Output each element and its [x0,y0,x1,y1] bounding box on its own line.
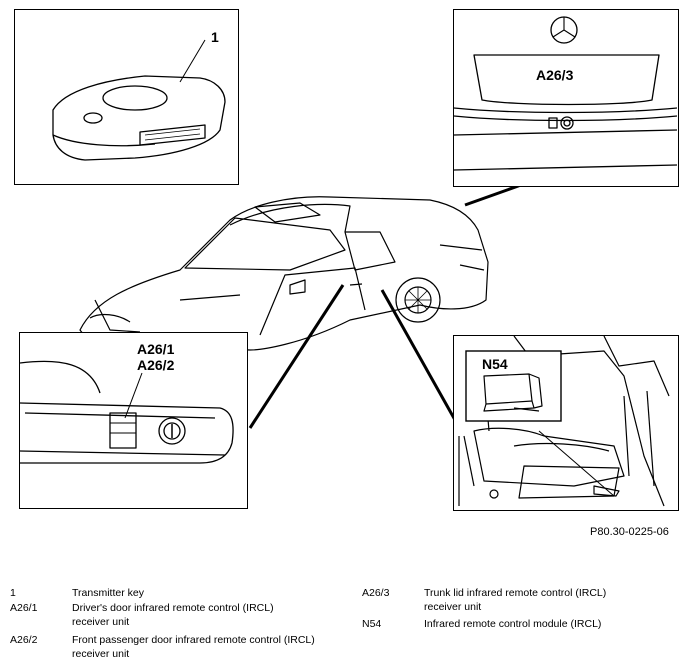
legend-desc: Trunk lid infrared remote control (IRCL)… [424,587,607,613]
figure-reference: P80.30-0225-06 [590,526,669,538]
trunk-lid-panel: A26/3 [453,9,679,187]
legend-item: N54 Infrared remote control module (IRCL… [362,617,682,631]
callout-door-2: A26/2 [137,357,175,373]
legend-item: A26/3 Trunk lid infrared remote control … [362,586,682,614]
legend-item: 1 Transmitter key [10,586,340,600]
trunk-lid-drawing: A26/3 [454,16,677,171]
callout-door-1: A26/1 [137,341,175,357]
module-drawing: N54 [458,336,670,507]
legend-code: A26/1 [10,602,38,614]
leader-line-door [248,284,345,429]
legend-item: A26/1 Driver's door infrared remote cont… [10,601,340,629]
legend-desc: Transmitter key [72,587,144,599]
legend-code: A26/2 [10,634,38,646]
callout-module: N54 [482,356,508,372]
legend-desc: Front passenger door infrared remote con… [72,634,315,660]
callout-key: 1 [211,29,219,45]
legend-code: N54 [362,618,382,630]
transmitter-key-panel: 1 [14,9,239,185]
legend-desc: Infrared remote control module (IRCL) [424,618,602,630]
legend-item: A26/2 Front passenger door infrared remo… [10,633,340,661]
legend-code: 1 [10,587,16,599]
legend-desc: Driver's door infrared remote control (I… [72,602,274,628]
callout-trunk: A26/3 [536,67,574,83]
legend-left: 1 Transmitter key A26/1 Driver's door in… [10,586,340,661]
leader-line-module [380,289,457,421]
legend-right: A26/3 Trunk lid infrared remote control … [362,586,682,631]
legend-code: A26/3 [362,587,390,599]
door-handle-drawing: A26/1 A26/2 [20,341,234,464]
car-illustration [79,168,564,429]
transmitter-key-drawing: 1 [52,29,226,161]
module-panel: N54 [453,335,679,511]
door-handle-panel: A26/1 A26/2 [19,332,248,509]
